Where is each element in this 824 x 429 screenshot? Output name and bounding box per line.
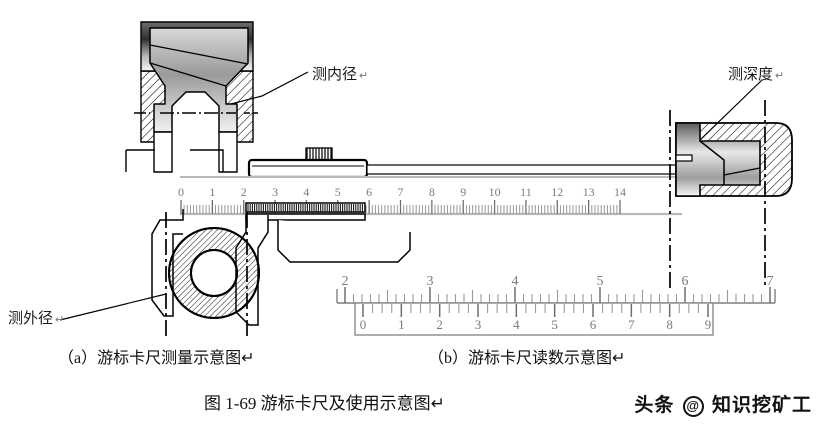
caliper-vernier-strip [245,202,366,221]
slider-upper-arm [190,149,224,172]
measurement-centerlines [165,212,248,336]
svg-text:9: 9 [460,185,466,199]
svg-text:6: 6 [590,317,597,332]
svg-text:0: 0 [360,317,367,332]
svg-text:2: 2 [436,317,443,332]
svg-text:4: 4 [303,185,309,199]
depth-centerlines [669,100,766,292]
svg-text:13: 13 [583,185,595,199]
upper-jaw-stems [153,131,238,173]
watermark-prefix: 头条 [634,395,675,416]
watermark: 头条 @ 知识挖矿工 [634,390,812,417]
svg-text:1: 1 [398,317,405,332]
svg-text:9: 9 [705,317,712,332]
svg-text:10: 10 [489,185,501,199]
svg-text:0: 0 [178,185,184,199]
reading-diagram: 2 3 4 5 6 7 0 1 2 3 4 5 6 7 8 9 [336,274,776,336]
caption-b: （b）游标卡尺读数示意图↵ [428,350,626,367]
svg-text:6: 6 [682,274,689,289]
label-depth: 测深度↵ [728,67,785,83]
svg-text:6: 6 [366,185,372,199]
inner-measuring-jaws [149,27,249,133]
svg-text:5: 5 [335,185,341,199]
svg-text:4: 4 [513,317,520,332]
svg-text:7: 7 [398,185,404,199]
depth-rod [366,164,683,175]
reading-vernier-block [354,302,714,336]
ring-workpiece [168,227,261,319]
svg-text:2: 2 [241,185,247,199]
svg-text:3: 3 [427,274,434,289]
label-outer-diameter: 测外径↵ [8,311,65,327]
label-inner-diameter: 测内径↵ [312,67,369,83]
caption-a: （a）游标卡尺测量示意图↵ [58,350,255,367]
outer-diameter-leader-line [59,293,167,321]
svg-text:14: 14 [614,185,626,199]
svg-text:8: 8 [666,317,673,332]
svg-text:2: 2 [342,274,349,289]
svg-text:5: 5 [551,317,558,332]
svg-text:3: 3 [272,185,278,199]
svg-text:3: 3 [475,317,482,332]
svg-text:4: 4 [512,274,519,289]
svg-text:7: 7 [767,274,774,289]
caliper-slider-block [247,147,369,179]
watermark-name: 知识挖矿工 [711,395,812,416]
svg-text:11: 11 [520,185,532,199]
depth-workpiece [675,122,793,197]
svg-text:5: 5 [597,274,604,289]
thumb-screw [305,147,333,161]
svg-text:7: 7 [628,317,635,332]
svg-text:8: 8 [429,185,435,199]
inner-diameter-leader-line [230,71,309,105]
svg-text:12: 12 [551,185,563,199]
svg-text:1: 1 [209,185,215,199]
slider-body [247,158,369,179]
figure-title: 图 1-69 游标卡尺及使用示意图↵ [204,394,445,413]
watermark-at-icon: @ [682,396,704,417]
